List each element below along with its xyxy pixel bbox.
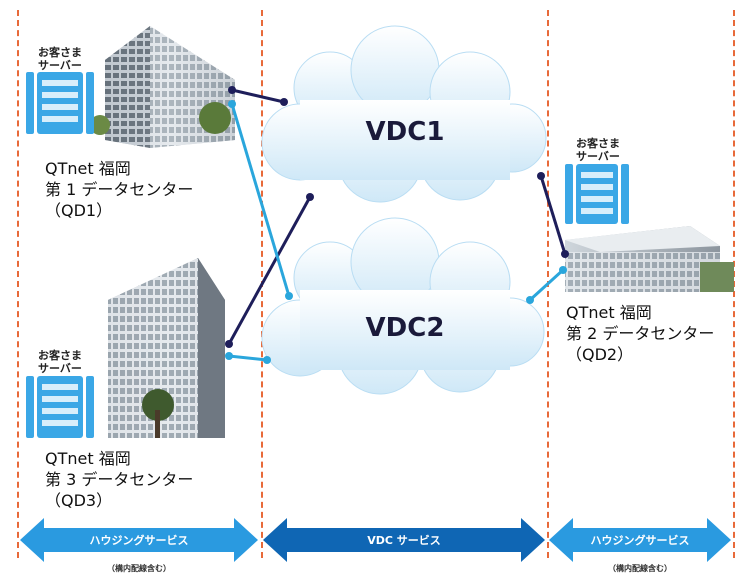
server-icon-left-top — [26, 72, 94, 134]
cloud-vdc1 — [261, 25, 547, 203]
dc-label-qd1: QTnet 福岡 第 1 データセンター （QD1） — [45, 159, 194, 220]
building-qd2 — [565, 226, 734, 292]
server-icon-left-bottom — [26, 376, 94, 438]
arrow-housing-right: ハウジングサービス — [549, 518, 731, 562]
housing-left-sublabel: （構内配線含む） — [107, 564, 171, 573]
building-qd1 — [90, 26, 235, 148]
server-label-right: お客さま サーバー — [576, 137, 620, 163]
vdc2-label: VDC2 — [366, 313, 445, 343]
arrow-vdc: VDC サービス — [263, 518, 545, 562]
divider-line-1 — [17, 10, 19, 558]
cloud-vdc2 — [261, 217, 545, 395]
vdc-service-label: VDC サービス — [367, 533, 441, 547]
dc-label-qd3: QTnet 福岡 第 3 データセンター （QD3） — [45, 449, 194, 510]
building-qd3 — [108, 258, 225, 438]
server-label-left-bottom: お客さま サーバー — [38, 349, 82, 375]
server-label-left-top: お客さま サーバー — [38, 46, 82, 72]
housing-right-label: ハウジングサービス — [591, 533, 690, 547]
housing-left-label: ハウジングサービス — [90, 533, 189, 547]
housing-right-sublabel: （構内配線含む） — [608, 564, 672, 573]
dc-label-qd2: QTnet 福岡 第 2 データセンター （QD2） — [566, 303, 715, 364]
server-icon-right — [565, 164, 629, 224]
vdc1-label: VDC1 — [366, 117, 445, 147]
arrow-housing-left: ハウジングサービス — [20, 518, 258, 562]
connection-lines — [225, 86, 569, 364]
